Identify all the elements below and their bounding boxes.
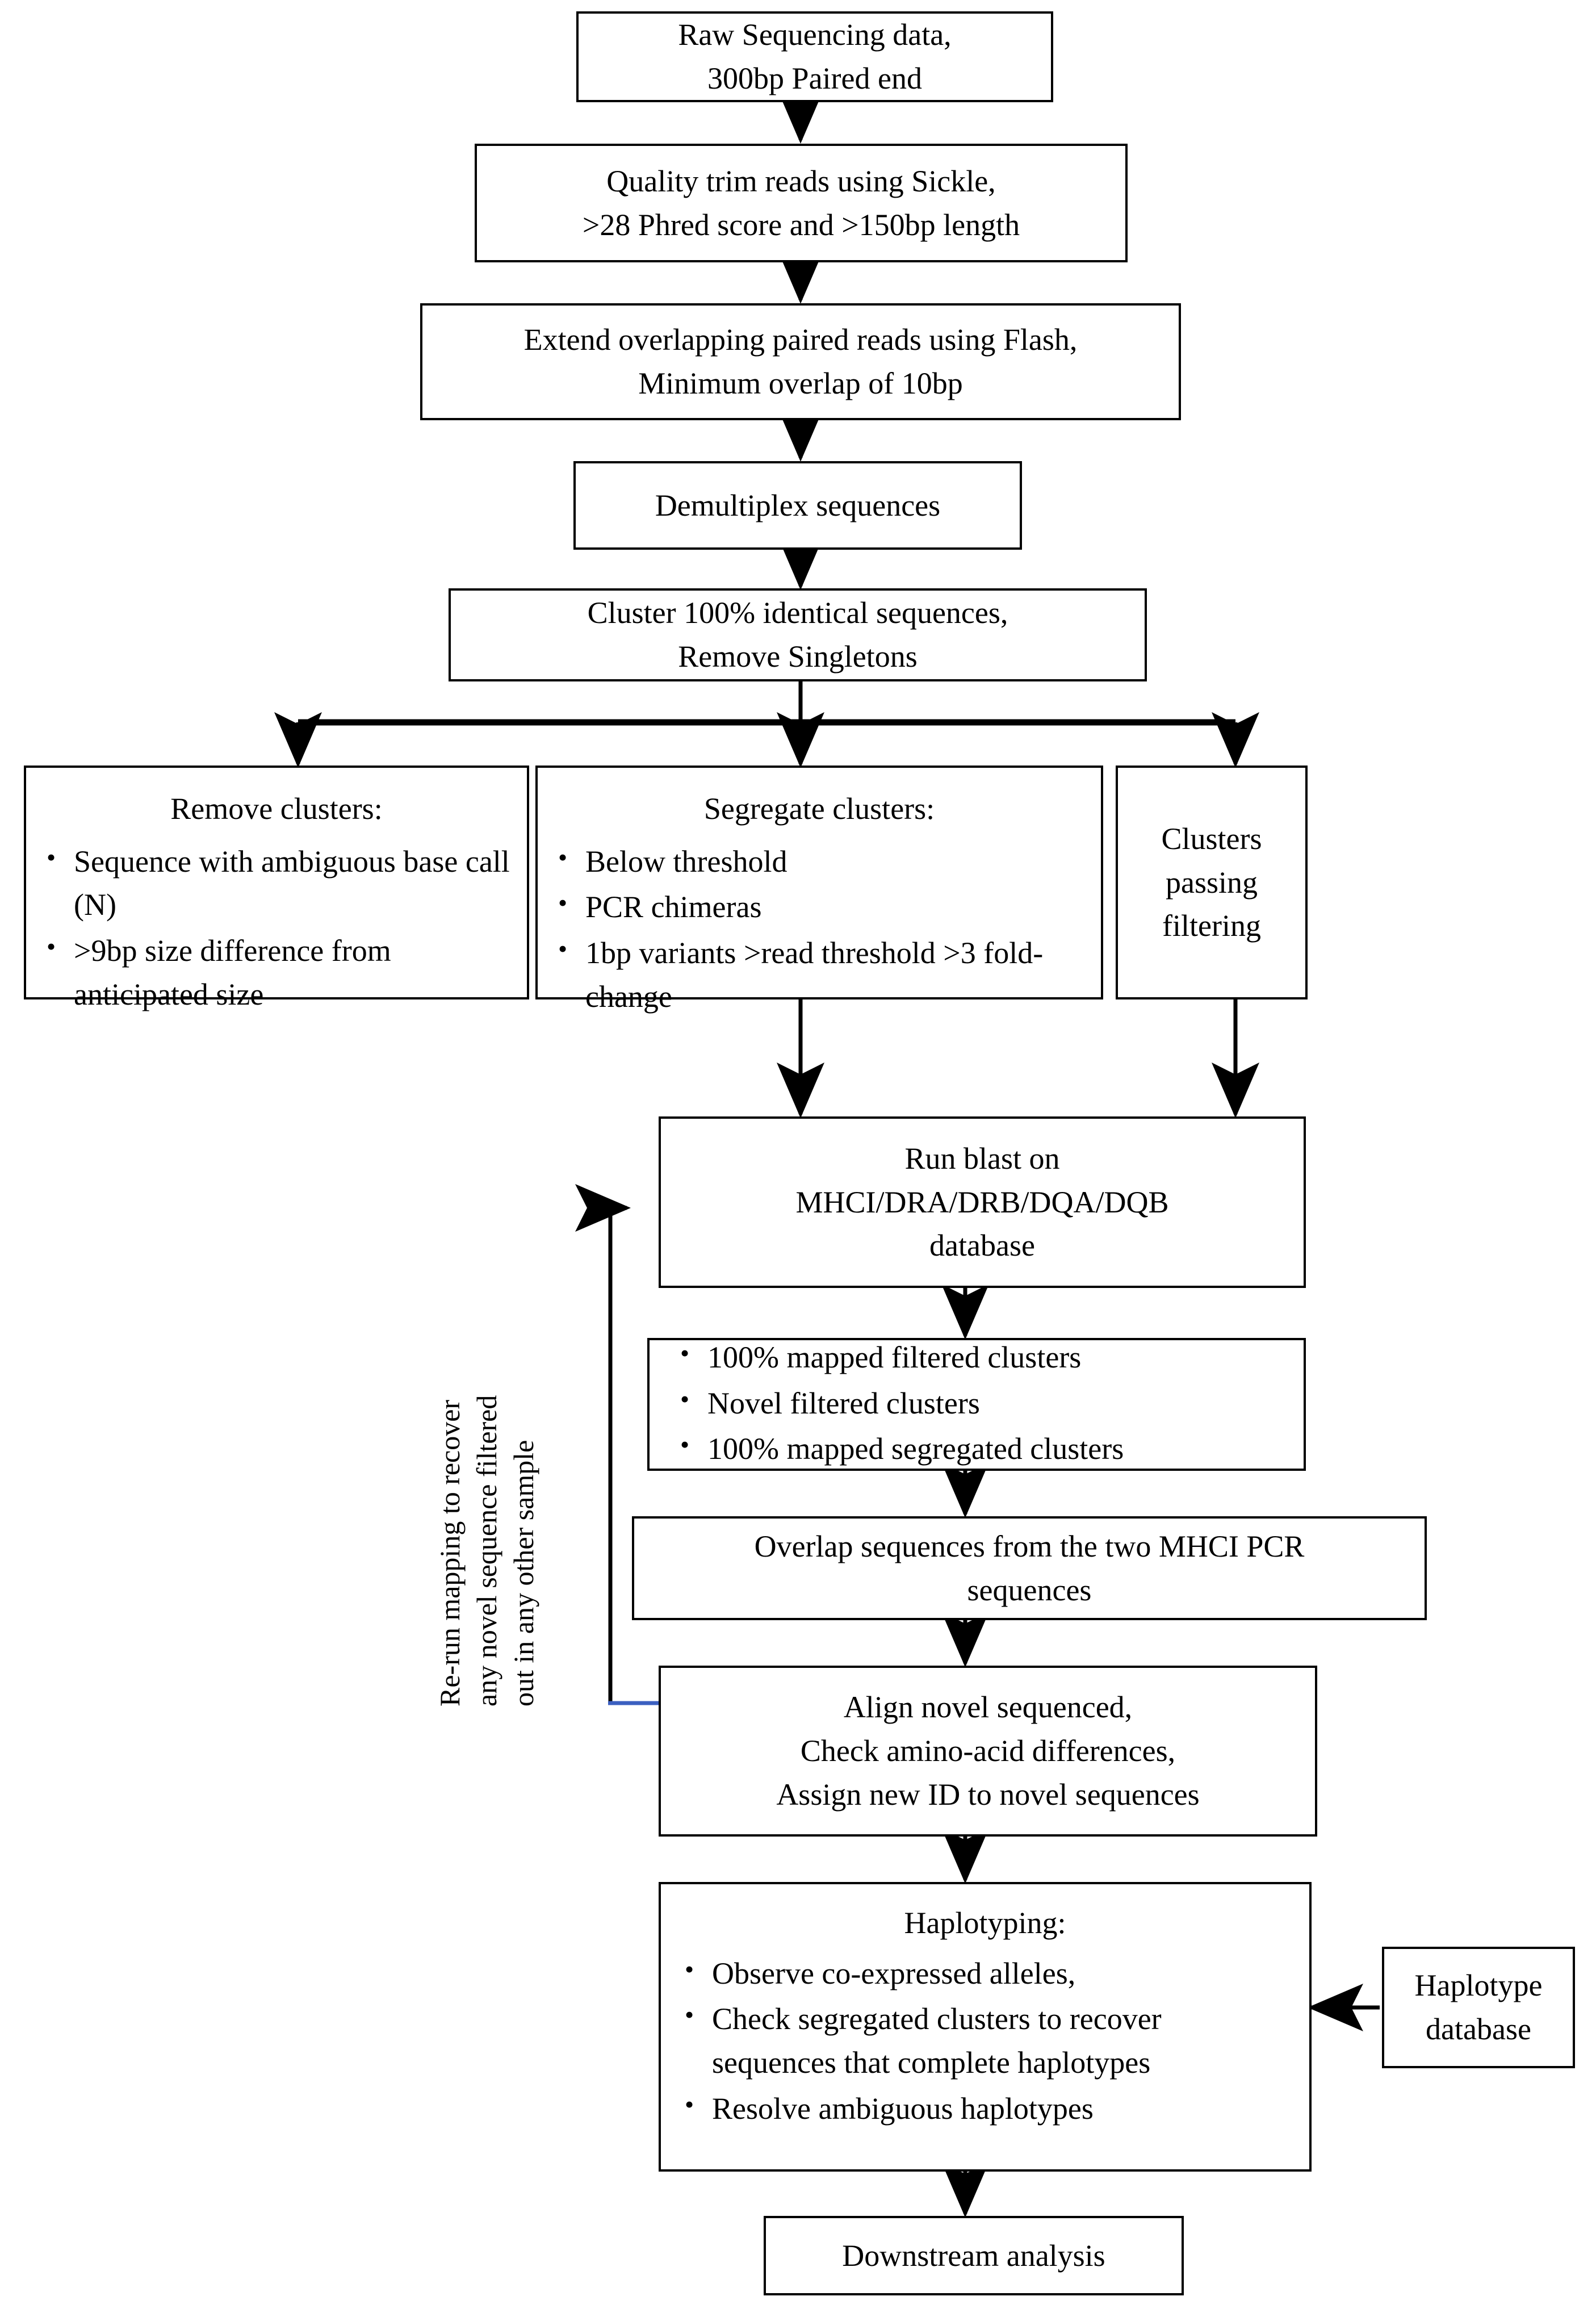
node-haplotyping[interactable]: Haplotyping: Observe co-expressed allele… bbox=[659, 1882, 1312, 2172]
segregate-clusters-bullet-list: Below threshold PCR chimeras 1bp variant… bbox=[538, 839, 1101, 1021]
list-item: Sequence with ambiguous base call (N) bbox=[39, 839, 514, 927]
feedback-annotation-line-1: Re-run mapping to recover bbox=[434, 1399, 466, 1706]
node-extend-reads[interactable]: Extend overlapping paired reads using Fl… bbox=[420, 303, 1181, 420]
node-haplotype-database[interactable]: Haplotype database bbox=[1382, 1947, 1575, 2068]
extend-reads-line-1: Extend overlapping paired reads using Fl… bbox=[523, 323, 1078, 357]
align-novel-line-2: Check amino-acid differences, bbox=[800, 1734, 1176, 1768]
downstream-analysis-line-1: Downstream analysis bbox=[842, 2238, 1105, 2273]
list-item: 100% mapped filtered clusters bbox=[672, 1335, 1281, 1379]
remove-clusters-bullet-list: Sequence with ambiguous base call (N) >9… bbox=[26, 839, 527, 1019]
list-item: Check segregated clusters to recover seq… bbox=[677, 1996, 1293, 2084]
node-run-blast[interactable]: Run blast on MHCI/DRA/DRB/DQA/DQB databa… bbox=[659, 1116, 1306, 1288]
passing-clusters-line-3: filtering bbox=[1162, 909, 1261, 943]
feedback-annotation-line-3: out in any other sample bbox=[508, 1440, 539, 1706]
list-item: PCR chimeras bbox=[550, 884, 1088, 929]
list-item: Resolve ambiguous haplotypes bbox=[677, 2086, 1293, 2131]
list-item: 100% mapped segregated clusters bbox=[672, 1426, 1281, 1471]
feedback-loop-annotation: Re-run mapping to recover any novel sequ… bbox=[432, 1395, 542, 1706]
haplotyping-header: Haplotyping: bbox=[904, 1906, 1066, 1940]
run-blast-line-3: database bbox=[929, 1228, 1035, 1263]
feedback-annotation-line-2: any novel sequence filtered bbox=[471, 1395, 502, 1706]
extend-reads-line-2: Minimum overlap of 10bp bbox=[638, 366, 963, 400]
passing-clusters-line-1: Clusters bbox=[1161, 821, 1262, 856]
list-item: 1bp variants >read threshold >3 fold-cha… bbox=[550, 930, 1088, 1018]
node-remove-clusters[interactable]: Remove clusters: Sequence with ambiguous… bbox=[24, 766, 529, 1011]
list-item: >9bp size difference from anticipated si… bbox=[39, 928, 514, 1016]
quality-trim-line-2: >28 Phred score and >150bp length bbox=[582, 207, 1020, 242]
quality-trim-line-1: Quality trim reads using Sickle, bbox=[606, 164, 996, 198]
node-cluster[interactable]: Cluster 100% identical sequences, Remove… bbox=[449, 588, 1147, 681]
haplotype-database-line-1: Haplotype bbox=[1414, 1968, 1543, 2003]
segregate-clusters-header: Segregate clusters: bbox=[703, 792, 935, 826]
align-novel-line-1: Align novel sequenced, bbox=[843, 1690, 1133, 1725]
overlap-sequences-line-2: sequences bbox=[967, 1572, 1092, 1607]
remove-clusters-header: Remove clusters: bbox=[170, 792, 383, 826]
node-align-novel[interactable]: Align novel sequenced, Check amino-acid … bbox=[659, 1666, 1317, 1837]
passing-clusters-line-2: passing bbox=[1166, 865, 1258, 900]
node-segregate-clusters[interactable]: Segregate clusters: Below threshold PCR … bbox=[535, 766, 1103, 1014]
raw-data-line-1: Raw Sequencing data, bbox=[678, 18, 952, 52]
cluster-line-1: Cluster 100% identical sequences, bbox=[587, 596, 1008, 630]
list-item: Novel filtered clusters bbox=[672, 1381, 1281, 1425]
node-passing-clusters[interactable]: Clusters passing filtering bbox=[1116, 766, 1308, 999]
list-item: Observe co-expressed alleles, bbox=[677, 1951, 1293, 1996]
haplotype-database-line-2: database bbox=[1426, 2012, 1531, 2046]
node-overlap-sequences[interactable]: Overlap sequences from the two MHCI PCR … bbox=[632, 1516, 1427, 1620]
blast-results-bullet-list: 100% mapped filtered clusters Novel filt… bbox=[650, 1335, 1304, 1473]
node-downstream-analysis[interactable]: Downstream analysis bbox=[764, 2216, 1184, 2295]
overlap-sequences-line-1: Overlap sequences from the two MHCI PCR bbox=[754, 1529, 1305, 1563]
run-blast-line-1: Run blast on bbox=[904, 1141, 1060, 1176]
node-demultiplex[interactable]: Demultiplex sequences bbox=[573, 461, 1022, 550]
node-quality-trim[interactable]: Quality trim reads using Sickle, >28 Phr… bbox=[475, 144, 1128, 262]
list-item: Below threshold bbox=[550, 839, 1088, 884]
connector-feedback-up bbox=[575, 1184, 631, 1703]
demultiplex-line-1: Demultiplex sequences bbox=[655, 488, 941, 522]
node-blast-results[interactable]: 100% mapped filtered clusters Novel filt… bbox=[647, 1335, 1306, 1473]
raw-data-line-2: 300bp Paired end bbox=[707, 61, 922, 95]
align-novel-line-3: Assign new ID to novel sequences bbox=[776, 1777, 1200, 1812]
haplotyping-bullet-list: Observe co-expressed alleles, Check segr… bbox=[661, 1951, 1309, 2133]
node-raw-data[interactable]: Raw Sequencing data, 300bp Paired end bbox=[576, 11, 1053, 102]
run-blast-line-2: MHCI/DRA/DRB/DQA/DQB bbox=[795, 1185, 1169, 1219]
cluster-line-2: Remove Singletons bbox=[678, 639, 918, 674]
